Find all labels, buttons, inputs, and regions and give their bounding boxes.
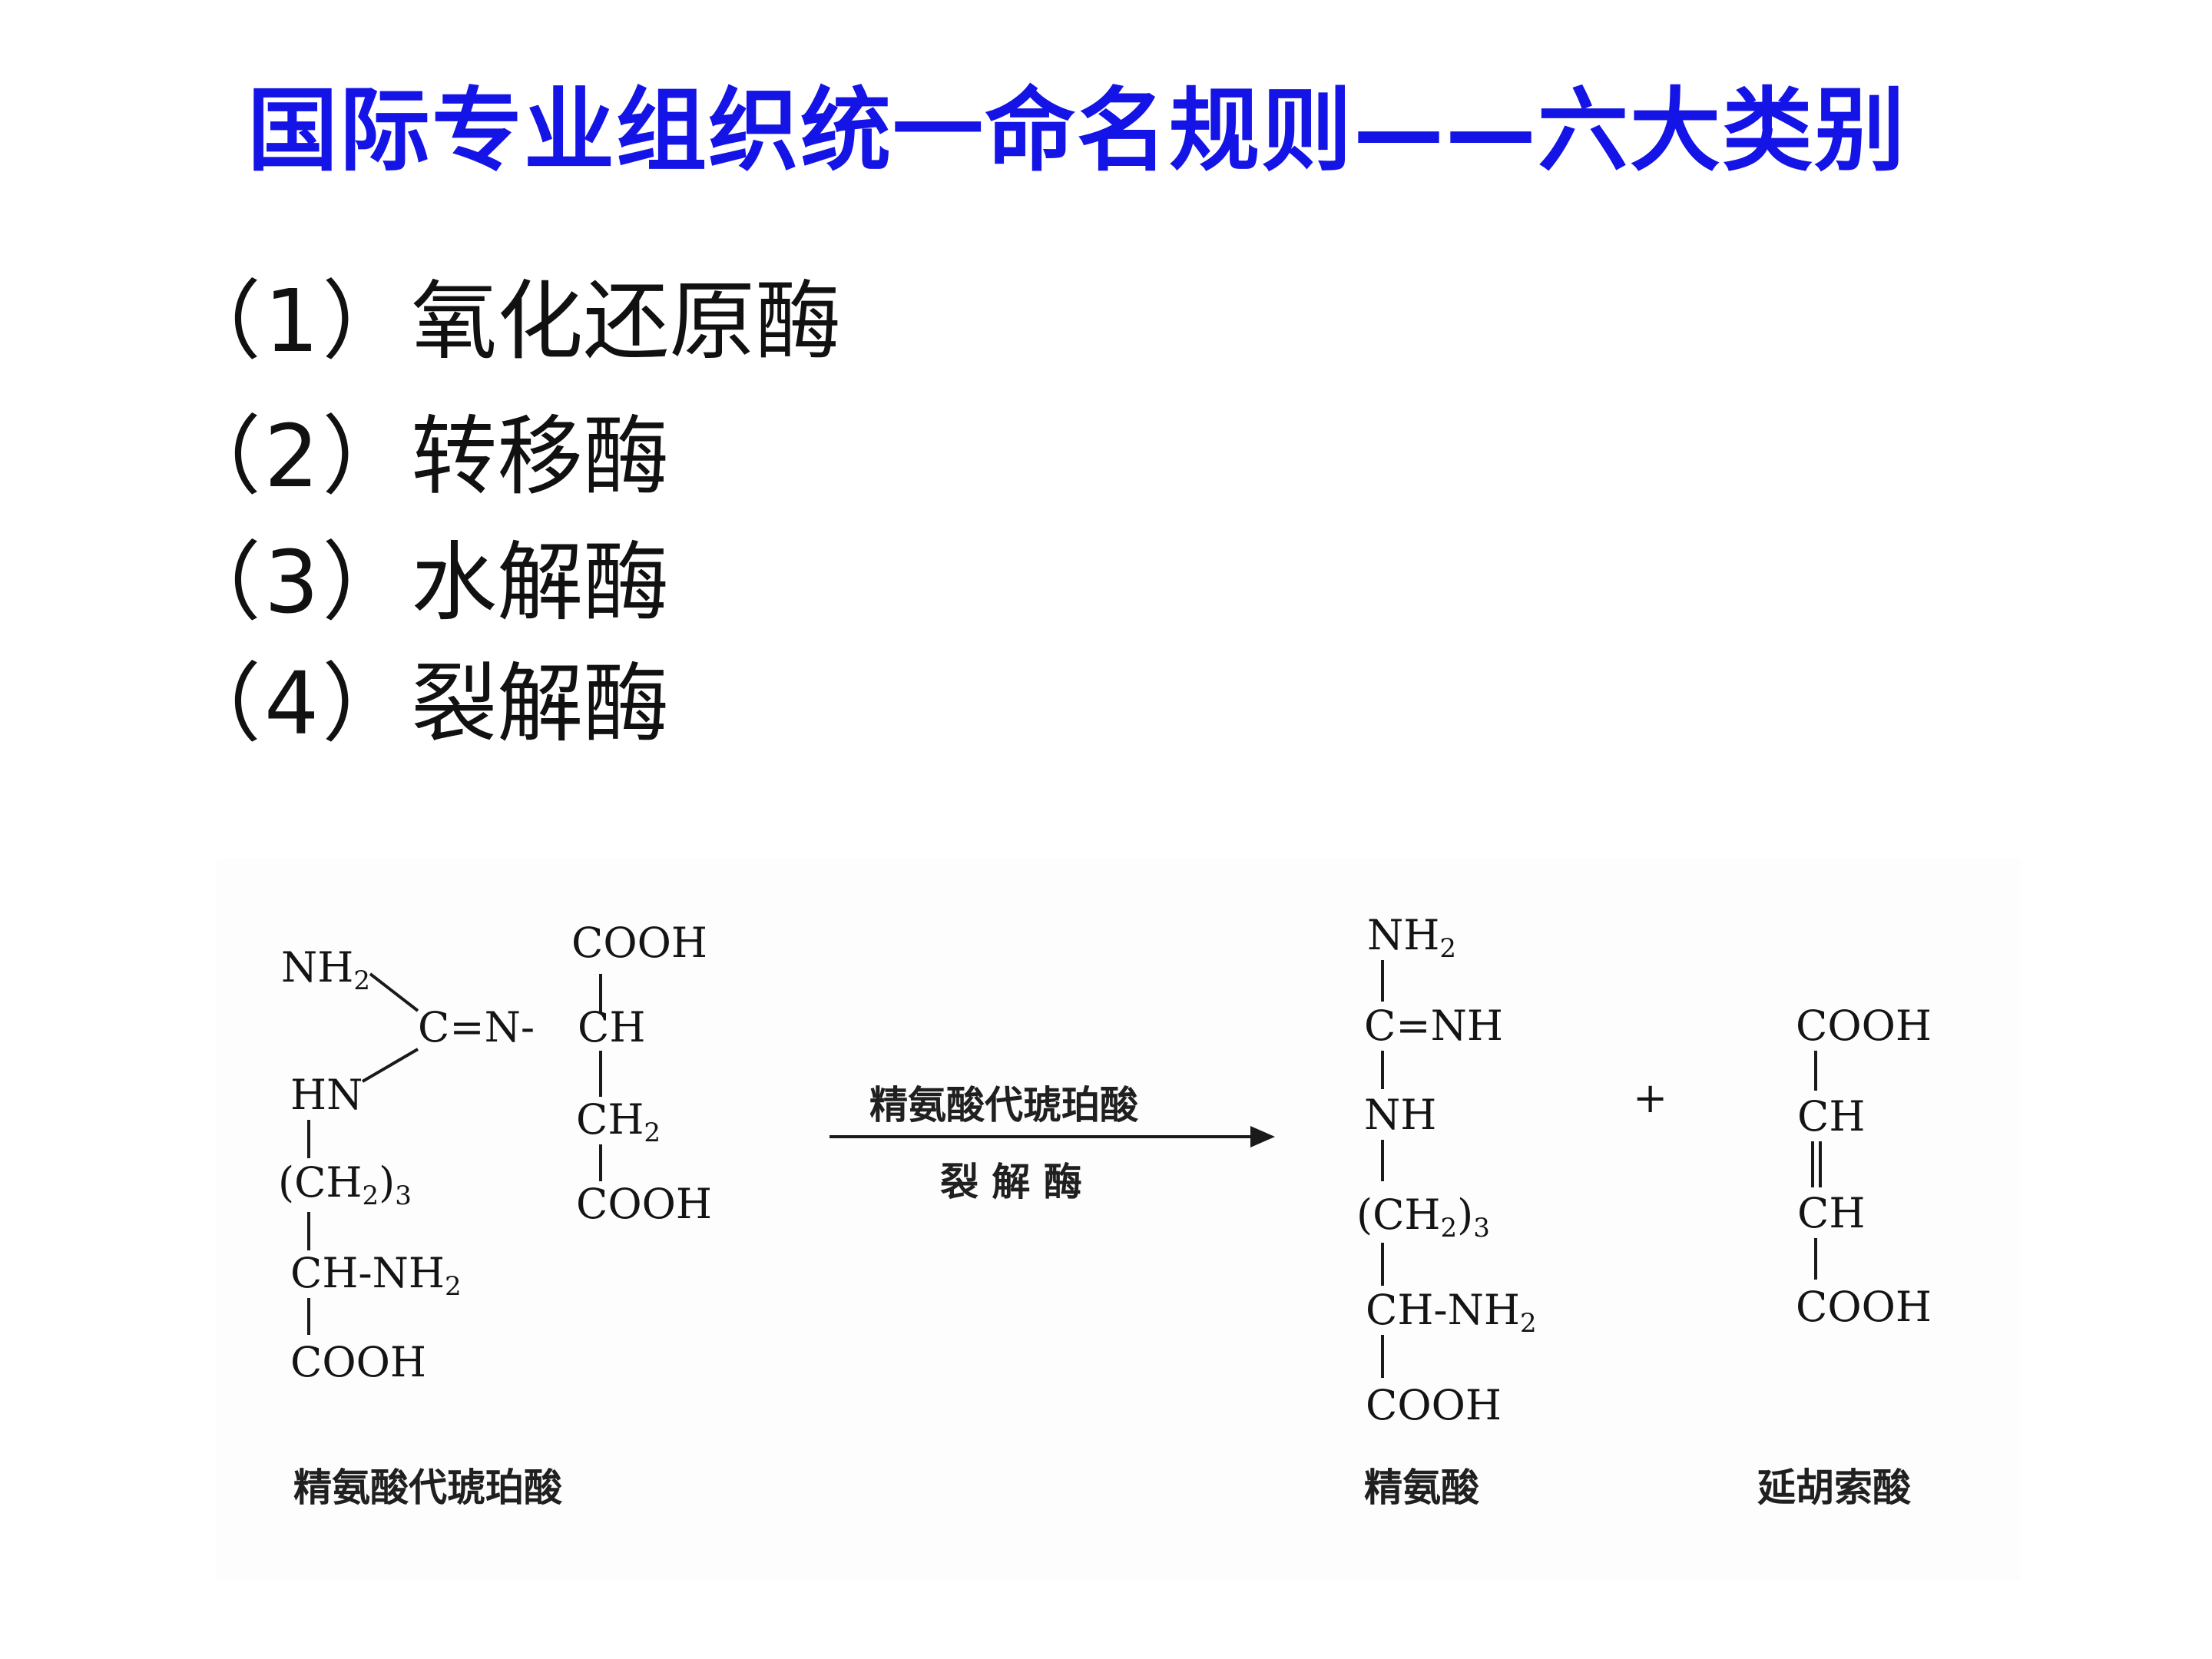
substrate-ch-top: CH xyxy=(578,1003,645,1051)
arginine-c-eq-nh: C=NH xyxy=(1364,1002,1503,1050)
enzyme-class-name: 水解酶 xyxy=(411,533,670,633)
arginine-nh: NH xyxy=(1364,1091,1436,1139)
enzyme-class-name: 氧化还原酶 xyxy=(411,272,842,372)
reaction-arrow: 精氨酸代琥珀酸 裂 解 酶 xyxy=(830,1083,1275,1204)
product-fumarate-structure: COOH CH CH COOH 延胡索酸 xyxy=(1757,1002,1932,1510)
enzyme-class-2: （2）转移酶 xyxy=(175,406,669,508)
product-arginine-structure: NH2 C=NH NH (CH2)3 CH-NH2 COOH 精氨酸 xyxy=(1356,911,1537,1510)
enzyme-class-name: 裂解酶 xyxy=(411,654,670,754)
substrate-c-eq-n: C=N- xyxy=(418,1003,535,1051)
reaction-diagram: NH2 C=N- CH COOH CH2 COOH HN (CH2)3 CH-N… xyxy=(217,859,2020,1581)
substrate-cooh-top: COOH xyxy=(571,919,707,967)
fumarate-cooh-bottom: COOH xyxy=(1796,1283,1932,1331)
slide-title: 国际专业组织统一命名规则——六大类别 xyxy=(247,78,1907,184)
enzyme-class-1: （1）氧化还原酶 xyxy=(175,270,841,373)
product1-name: 精氨酸 xyxy=(1364,1465,1480,1510)
enzyme-class-number: （1） xyxy=(175,272,412,372)
enzyme-class-number: （4） xyxy=(175,654,412,754)
bond xyxy=(369,972,419,1012)
fumarate-ch-2: CH xyxy=(1797,1189,1865,1237)
arrow-head xyxy=(1250,1126,1275,1147)
substrate-nh2: NH2 xyxy=(281,943,370,996)
bond xyxy=(361,1048,419,1083)
arginine-ch-nh2: CH-NH2 xyxy=(1366,1286,1537,1339)
substrate-name: 精氨酸代琥珀酸 xyxy=(293,1465,563,1510)
enzyme-label-below: 裂 解 酶 xyxy=(940,1160,1082,1204)
enzyme-label-above: 精氨酸代琥珀酸 xyxy=(869,1083,1139,1128)
substrate-ch-nh2: CH-NH2 xyxy=(290,1249,462,1302)
substrate-ch2-side: CH2 xyxy=(576,1095,661,1148)
fumarate-ch-1: CH xyxy=(1797,1092,1865,1141)
substrate-ch2-3: (CH2)3 xyxy=(278,1158,412,1211)
reaction-svg: NH2 C=N- CH COOH CH2 COOH HN (CH2)3 CH-N… xyxy=(278,911,1932,1510)
substrate-cooh-side: COOH xyxy=(576,1180,712,1228)
fumarate-cooh-top: COOH xyxy=(1796,1002,1932,1050)
product2-name: 延胡索酸 xyxy=(1757,1465,1912,1510)
enzyme-class-name: 转移酶 xyxy=(411,407,670,507)
enzyme-class-3: （3）水解酶 xyxy=(175,531,669,634)
substrate-cooh-bottom: COOH xyxy=(290,1338,426,1386)
plus-sign: + xyxy=(1633,1074,1667,1122)
enzyme-class-4: （4）裂解酶 xyxy=(175,653,669,756)
enzyme-class-number: （2） xyxy=(175,407,412,507)
arginine-nh2: NH2 xyxy=(1367,911,1456,964)
arginine-cooh: COOH xyxy=(1366,1381,1502,1429)
enzyme-class-number: （3） xyxy=(175,533,412,633)
substrate-structure: NH2 C=N- CH COOH CH2 COOH HN (CH2)3 CH-N… xyxy=(278,919,712,1510)
arginine-ch2-3: (CH2)3 xyxy=(1356,1190,1490,1243)
substrate-hn: HN xyxy=(290,1071,363,1119)
